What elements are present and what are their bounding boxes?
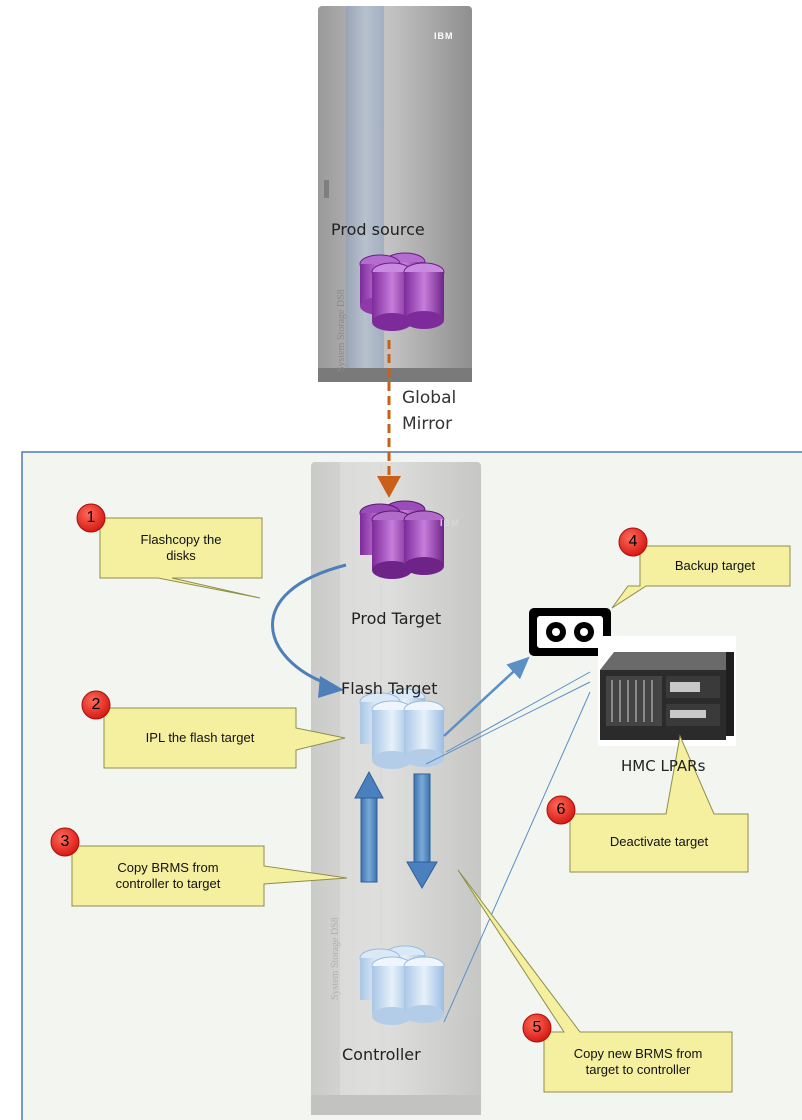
rack-vertical-label-recovery: System Storage DS8 xyxy=(330,917,341,1000)
mirror-label: Mirror xyxy=(402,414,453,434)
ibm-logo-top: IBM xyxy=(434,31,454,41)
step-badge-1 xyxy=(76,503,106,533)
step-number-4: 4 xyxy=(628,533,638,550)
step-badge-3 xyxy=(50,827,80,857)
step-number-3: 3 xyxy=(60,833,70,850)
global-label: Global xyxy=(402,388,457,408)
step-badge-2 xyxy=(81,690,111,720)
callout-5-line-2: target to controller xyxy=(585,1062,691,1077)
hmc-server-icon xyxy=(598,636,736,746)
callout-5-text: Copy new BRMS from target to controller xyxy=(544,1046,732,1078)
callout-1-shape xyxy=(99,517,263,599)
rack-vertical-label-top: System Storage DS8 xyxy=(336,289,347,372)
callout-5-shape xyxy=(457,869,733,1093)
callout-2-text: IPL the flash target xyxy=(104,730,296,746)
callout-6-text: Deactivate target xyxy=(570,834,748,850)
callout-4-text: Backup target xyxy=(640,558,790,574)
step-number-2: 2 xyxy=(91,696,101,713)
flashcopy-arrow xyxy=(271,563,347,698)
step-badge-6 xyxy=(546,795,576,825)
callout-2-line-1: IPL the flash target xyxy=(145,730,255,745)
flash-target-label: Flash Target xyxy=(341,679,438,698)
callout-2-shape xyxy=(103,707,346,769)
callout-3-shape xyxy=(71,845,348,907)
step-number-5: 5 xyxy=(532,1019,542,1036)
global-mirror-link xyxy=(377,340,401,498)
step-number-6: 6 xyxy=(556,801,566,818)
controller-label: Controller xyxy=(342,1045,421,1064)
callout-4-line-1: Backup target xyxy=(674,558,756,573)
prod-source-label: Prod source xyxy=(331,220,425,239)
recovery-storage-rack xyxy=(311,462,481,1115)
tape-backup-icon xyxy=(529,608,611,656)
controller-disk-group xyxy=(359,945,445,1025)
backup-arrow xyxy=(443,656,530,737)
callout-5-line-1: Copy new BRMS from xyxy=(573,1046,703,1061)
prod-source-disk-group xyxy=(359,252,445,331)
hmc-lpars-label: HMC LPARs xyxy=(621,757,706,775)
callout-4-shape xyxy=(611,545,791,609)
prod-target-disk-group xyxy=(359,500,445,579)
step-number-1: 1 xyxy=(86,509,96,526)
flash-target-disk-group xyxy=(359,688,445,769)
global-mirror-label: Global Mirror xyxy=(402,385,456,437)
callout-3-text: Copy BRMS from controller to target xyxy=(72,860,264,892)
callout-1-line-2: disks xyxy=(166,548,196,563)
callout-3-line-2: controller to target xyxy=(115,876,221,891)
callout-6-shape xyxy=(569,734,749,873)
callout-1-text: Flashcopy the disks xyxy=(100,532,262,564)
prod-target-label: Prod Target xyxy=(351,609,442,628)
callout-3-line-1: Copy BRMS from xyxy=(117,860,219,875)
callout-1-line-1: Flashcopy the xyxy=(140,532,222,547)
callout-6-line-1: Deactivate target xyxy=(609,834,709,849)
brms-down-arrow xyxy=(406,773,438,890)
step-badge-5 xyxy=(522,1013,552,1043)
hmc-connection-lines xyxy=(425,671,591,1023)
brms-up-arrow xyxy=(354,770,384,883)
step-badge-4 xyxy=(618,527,648,557)
ibm-logo-recovery: IBM xyxy=(440,518,460,528)
